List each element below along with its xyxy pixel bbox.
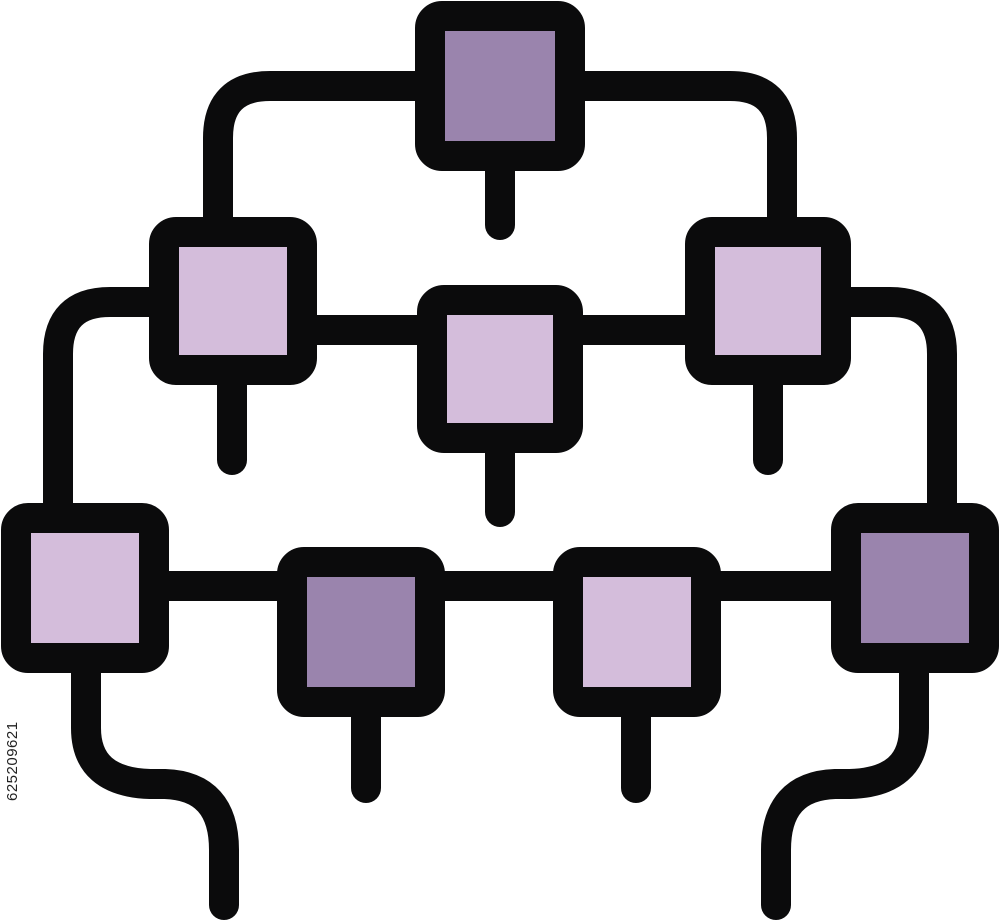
top-left-connector: [203, 71, 445, 247]
node-mid-center: [417, 285, 583, 453]
node-bottom-left: [1, 503, 169, 673]
stock-id-watermark: 625209621: [4, 721, 21, 801]
node-top: [415, 1, 585, 171]
node-boxes: [1, 1, 999, 717]
left-side-connector: [43, 287, 175, 535]
right-side-connector: [825, 287, 957, 535]
top-right-connector: [555, 71, 797, 247]
node-mid-right: [685, 217, 851, 385]
node-mid-left: [149, 217, 317, 385]
node-bottom-second: [277, 547, 445, 717]
node-bottom-third: [553, 547, 721, 717]
right-tail-wire: [761, 643, 929, 920]
left-tail-wire: [71, 643, 239, 920]
node-bottom-right: [831, 503, 999, 673]
